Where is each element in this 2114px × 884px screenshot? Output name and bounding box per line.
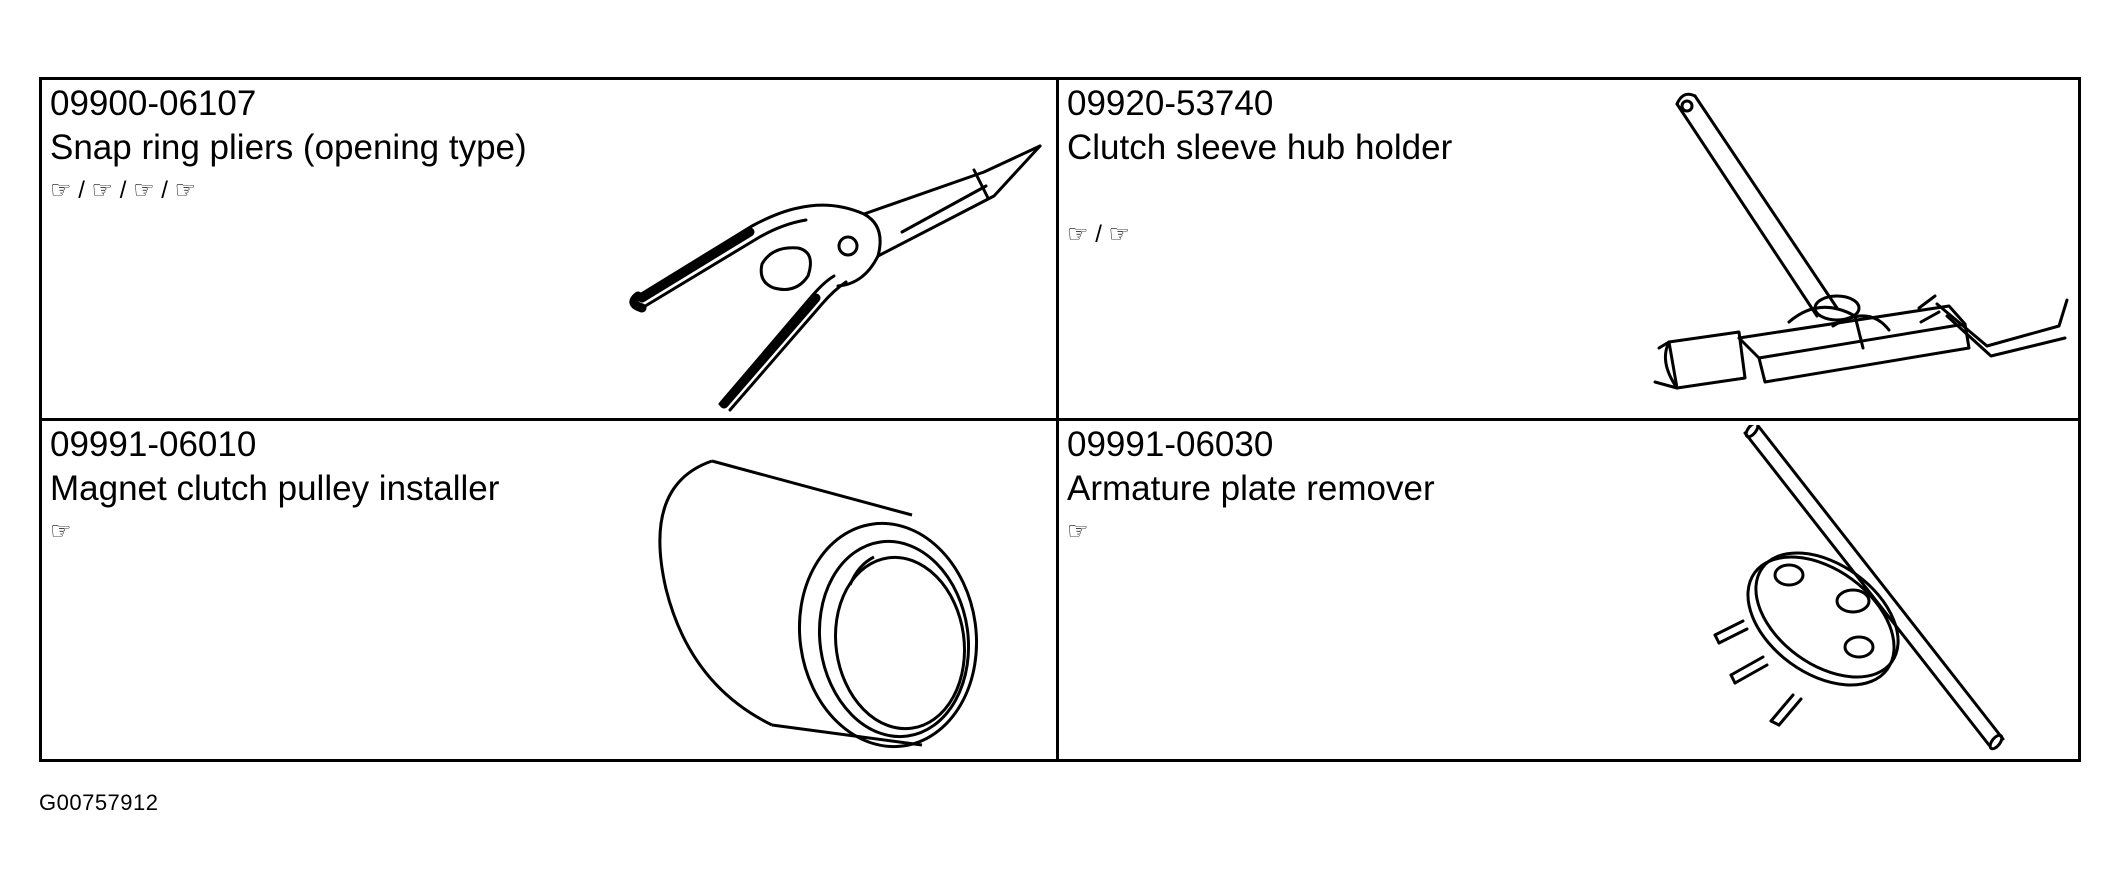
separator: / bbox=[161, 177, 175, 204]
separator: / bbox=[119, 177, 134, 204]
tool-name: Clutch sleeve hub holder bbox=[1067, 128, 1453, 167]
pointing-hand-icon[interactable]: ☞ bbox=[174, 176, 197, 204]
pointing-hand-icon[interactable]: ☞ bbox=[1067, 220, 1089, 248]
part-number: 09900-06107 bbox=[50, 84, 257, 123]
tool-text: 09991-06010 Magnet clutch pulley install… bbox=[50, 423, 570, 550]
reference-links: ☞ bbox=[50, 513, 570, 550]
separator: / bbox=[1095, 221, 1109, 248]
separator: / bbox=[78, 177, 92, 204]
pointing-hand-icon[interactable]: ☞ bbox=[50, 176, 72, 204]
tool-name: Armature plate remover bbox=[1067, 469, 1435, 508]
tool-name: Snap ring pliers (opening type) bbox=[50, 128, 527, 167]
tool-text: 09900-06107 Snap ring pliers (opening ty… bbox=[50, 82, 570, 209]
part-number: 09991-06030 bbox=[1067, 425, 1274, 464]
tool-text: 09920-53740 Clutch sleeve hub holder ☞ /… bbox=[1067, 82, 1587, 253]
figure-id: G00757912 bbox=[39, 790, 159, 815]
snap-ring-pliers-icon bbox=[629, 144, 1042, 412]
pointing-hand-icon[interactable]: ☞ bbox=[1067, 517, 1089, 545]
tool-text: 09991-06030 Armature plate remover ☞ bbox=[1067, 423, 1587, 550]
pointing-hand-icon[interactable]: ☞ bbox=[133, 176, 155, 204]
pointing-hand-icon[interactable]: ☞ bbox=[1108, 220, 1131, 248]
tool-cell-snap-ring-pliers: 09900-06107 Snap ring pliers (opening ty… bbox=[42, 80, 1059, 421]
clutch-sleeve-hub-holder-icon bbox=[1653, 92, 2069, 390]
armature-plate-remover-icon bbox=[1713, 425, 2005, 751]
reference-links: ☞ / ☞ / ☞ / ☞ bbox=[50, 172, 570, 209]
reference-links: ☞ bbox=[1067, 513, 1587, 550]
pointing-hand-icon[interactable]: ☞ bbox=[91, 176, 114, 204]
tool-cell-clutch-sleeve-hub-holder: 09920-53740 Clutch sleeve hub holder ☞ /… bbox=[1059, 80, 2078, 421]
part-number: 09991-06010 bbox=[50, 425, 257, 464]
tool-cell-armature-plate-remover: 09991-06030 Armature plate remover ☞ bbox=[1059, 421, 2078, 759]
reference-links: ☞ / ☞ bbox=[1067, 216, 1587, 253]
tool-cell-pulley-installer: 09991-06010 Magnet clutch pulley install… bbox=[42, 421, 1059, 759]
pointing-hand-icon[interactable]: ☞ bbox=[50, 517, 72, 545]
part-number: 09920-53740 bbox=[1067, 84, 1274, 123]
pulley-installer-icon bbox=[658, 459, 979, 749]
tool-table: 09900-06107 Snap ring pliers (opening ty… bbox=[39, 77, 2081, 762]
tool-name: Magnet clutch pulley installer bbox=[50, 469, 500, 508]
